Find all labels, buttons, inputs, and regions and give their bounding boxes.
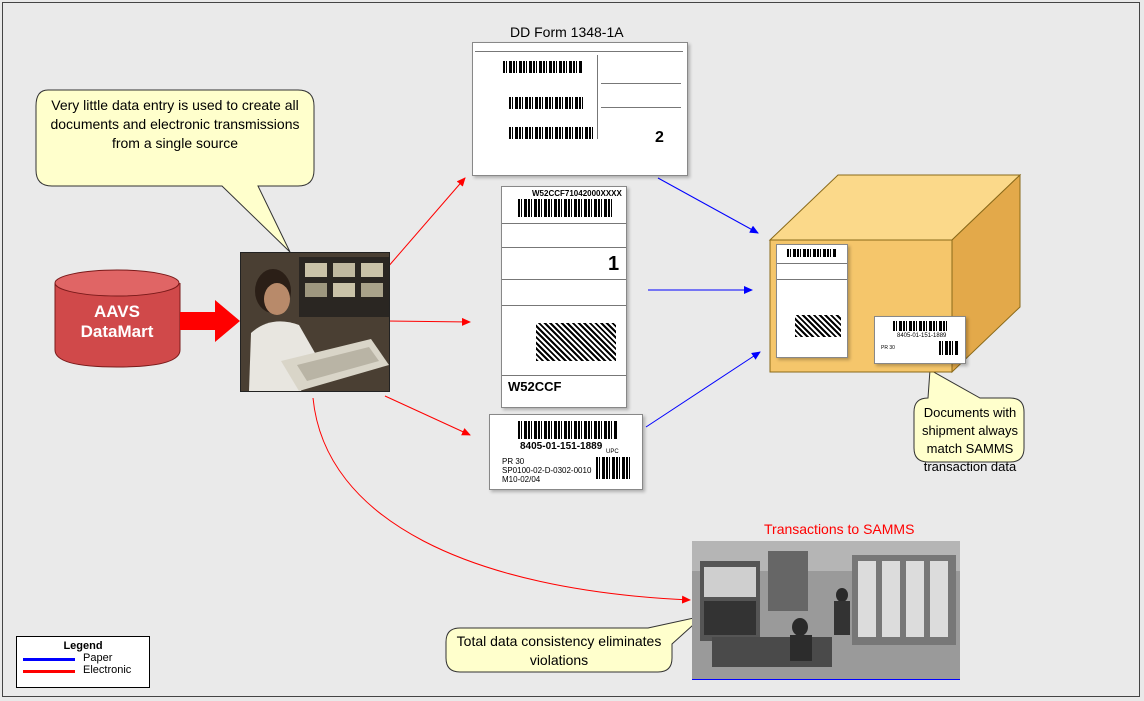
shipping-label-rule-4 — [502, 305, 626, 306]
datamart-label: AAVS DataMart — [60, 302, 174, 342]
shipping-label-footer: W52CCF — [508, 379, 562, 394]
datamart-cylinder — [54, 269, 181, 368]
legend-paper-label: Paper — [83, 652, 113, 664]
form-barcode-3 — [509, 127, 593, 139]
form-rule-3 — [601, 107, 681, 108]
samms-title: Transactions to SAMMS — [764, 521, 915, 537]
legend-electronic-label: Electronic — [83, 664, 132, 676]
electronic-arrow-to-samms — [312, 397, 691, 604]
shipping-label-document: W52CCF71042000XXXX 1 W52CCF — [501, 186, 627, 408]
box-product-line1: PR 30 — [881, 345, 895, 351]
product-label-line2: SP0100-02-D-0302-0010 — [502, 466, 592, 475]
operator-illustration — [241, 253, 389, 391]
callout-data-entry-shape — [35, 89, 315, 253]
product-label-nsn: 8405-01-151-1889 — [520, 441, 603, 452]
shipping-label-big-number: 1 — [608, 253, 620, 275]
datamart-label-line2: DataMart — [80, 322, 154, 341]
box-product-label: 8405-01-151-1889 PR 30 — [874, 316, 966, 364]
form-rule-2 — [601, 83, 681, 84]
box-product-upc-barcode — [939, 341, 959, 355]
paper-arrow-product-to-box — [645, 351, 761, 428]
box-label-2d-barcode — [795, 315, 841, 337]
shipping-label-barcode-top — [518, 199, 614, 217]
shipping-label-2d-barcode — [536, 323, 616, 361]
box-label-barcode-top — [787, 249, 837, 257]
legend: Legend Paper Electronic — [16, 636, 150, 688]
box-label-rule-1 — [777, 263, 847, 264]
box-product-nsn: 8405-01-151-1889 — [897, 333, 947, 339]
product-label-line1: PR 30 — [502, 457, 525, 466]
legend-paper-swatch — [23, 658, 75, 661]
shipping-label-rule-5 — [502, 375, 626, 376]
paper-arrow-form-to-box — [657, 177, 759, 234]
shipping-label-rule-3 — [502, 279, 626, 280]
shipping-label-rule-1 — [502, 223, 626, 224]
form-barcode-1 — [503, 61, 583, 73]
product-label-document: 8405-01-151-1889 PR 30 SP0100-02-D-0302-… — [489, 414, 643, 490]
callout-consistency: Total data consistency eliminates violat… — [456, 633, 662, 668]
box-shipping-label — [776, 244, 848, 358]
legend-title: Legend — [63, 640, 103, 652]
box-product-barcode — [893, 321, 949, 331]
form-rule — [475, 51, 683, 52]
box-label-rule-2 — [777, 279, 847, 280]
callout-data-entry: Very little data entry is used to create… — [50, 97, 300, 151]
operator-photo — [240, 252, 390, 392]
form-title: DD Form 1348-1A — [510, 24, 624, 40]
datamart-output-arrow — [180, 300, 240, 342]
shipping-label-header: W52CCF71042000XXXX — [532, 189, 622, 198]
electronic-arrow-to-product-label — [384, 395, 471, 436]
form-page-number: 2 — [655, 129, 664, 146]
mainframe-illustration — [692, 541, 960, 679]
legend-electronic-swatch — [23, 670, 75, 673]
electronic-arrow-to-form — [386, 177, 466, 269]
datamart-label-line1: AAVS — [94, 302, 140, 321]
shipping-label-rule-2 — [502, 247, 626, 248]
electronic-arrow-to-label — [386, 317, 471, 326]
form-barcode-2 — [509, 97, 585, 109]
product-label-barcode — [518, 421, 618, 439]
product-label-upc-barcode — [596, 457, 632, 479]
callout-shipment: Documents with shipment always match SAM… — [921, 405, 1019, 474]
samms-mainframe-photo — [692, 541, 960, 680]
callout-consistency-shape — [445, 615, 705, 673]
product-label-line3: M10-02/04 — [502, 475, 541, 484]
product-label-upc: UPC — [606, 449, 619, 455]
dd-form-document: 2 — [472, 42, 688, 176]
form-divider — [597, 55, 598, 139]
callout-shipment-shape — [913, 369, 1025, 463]
